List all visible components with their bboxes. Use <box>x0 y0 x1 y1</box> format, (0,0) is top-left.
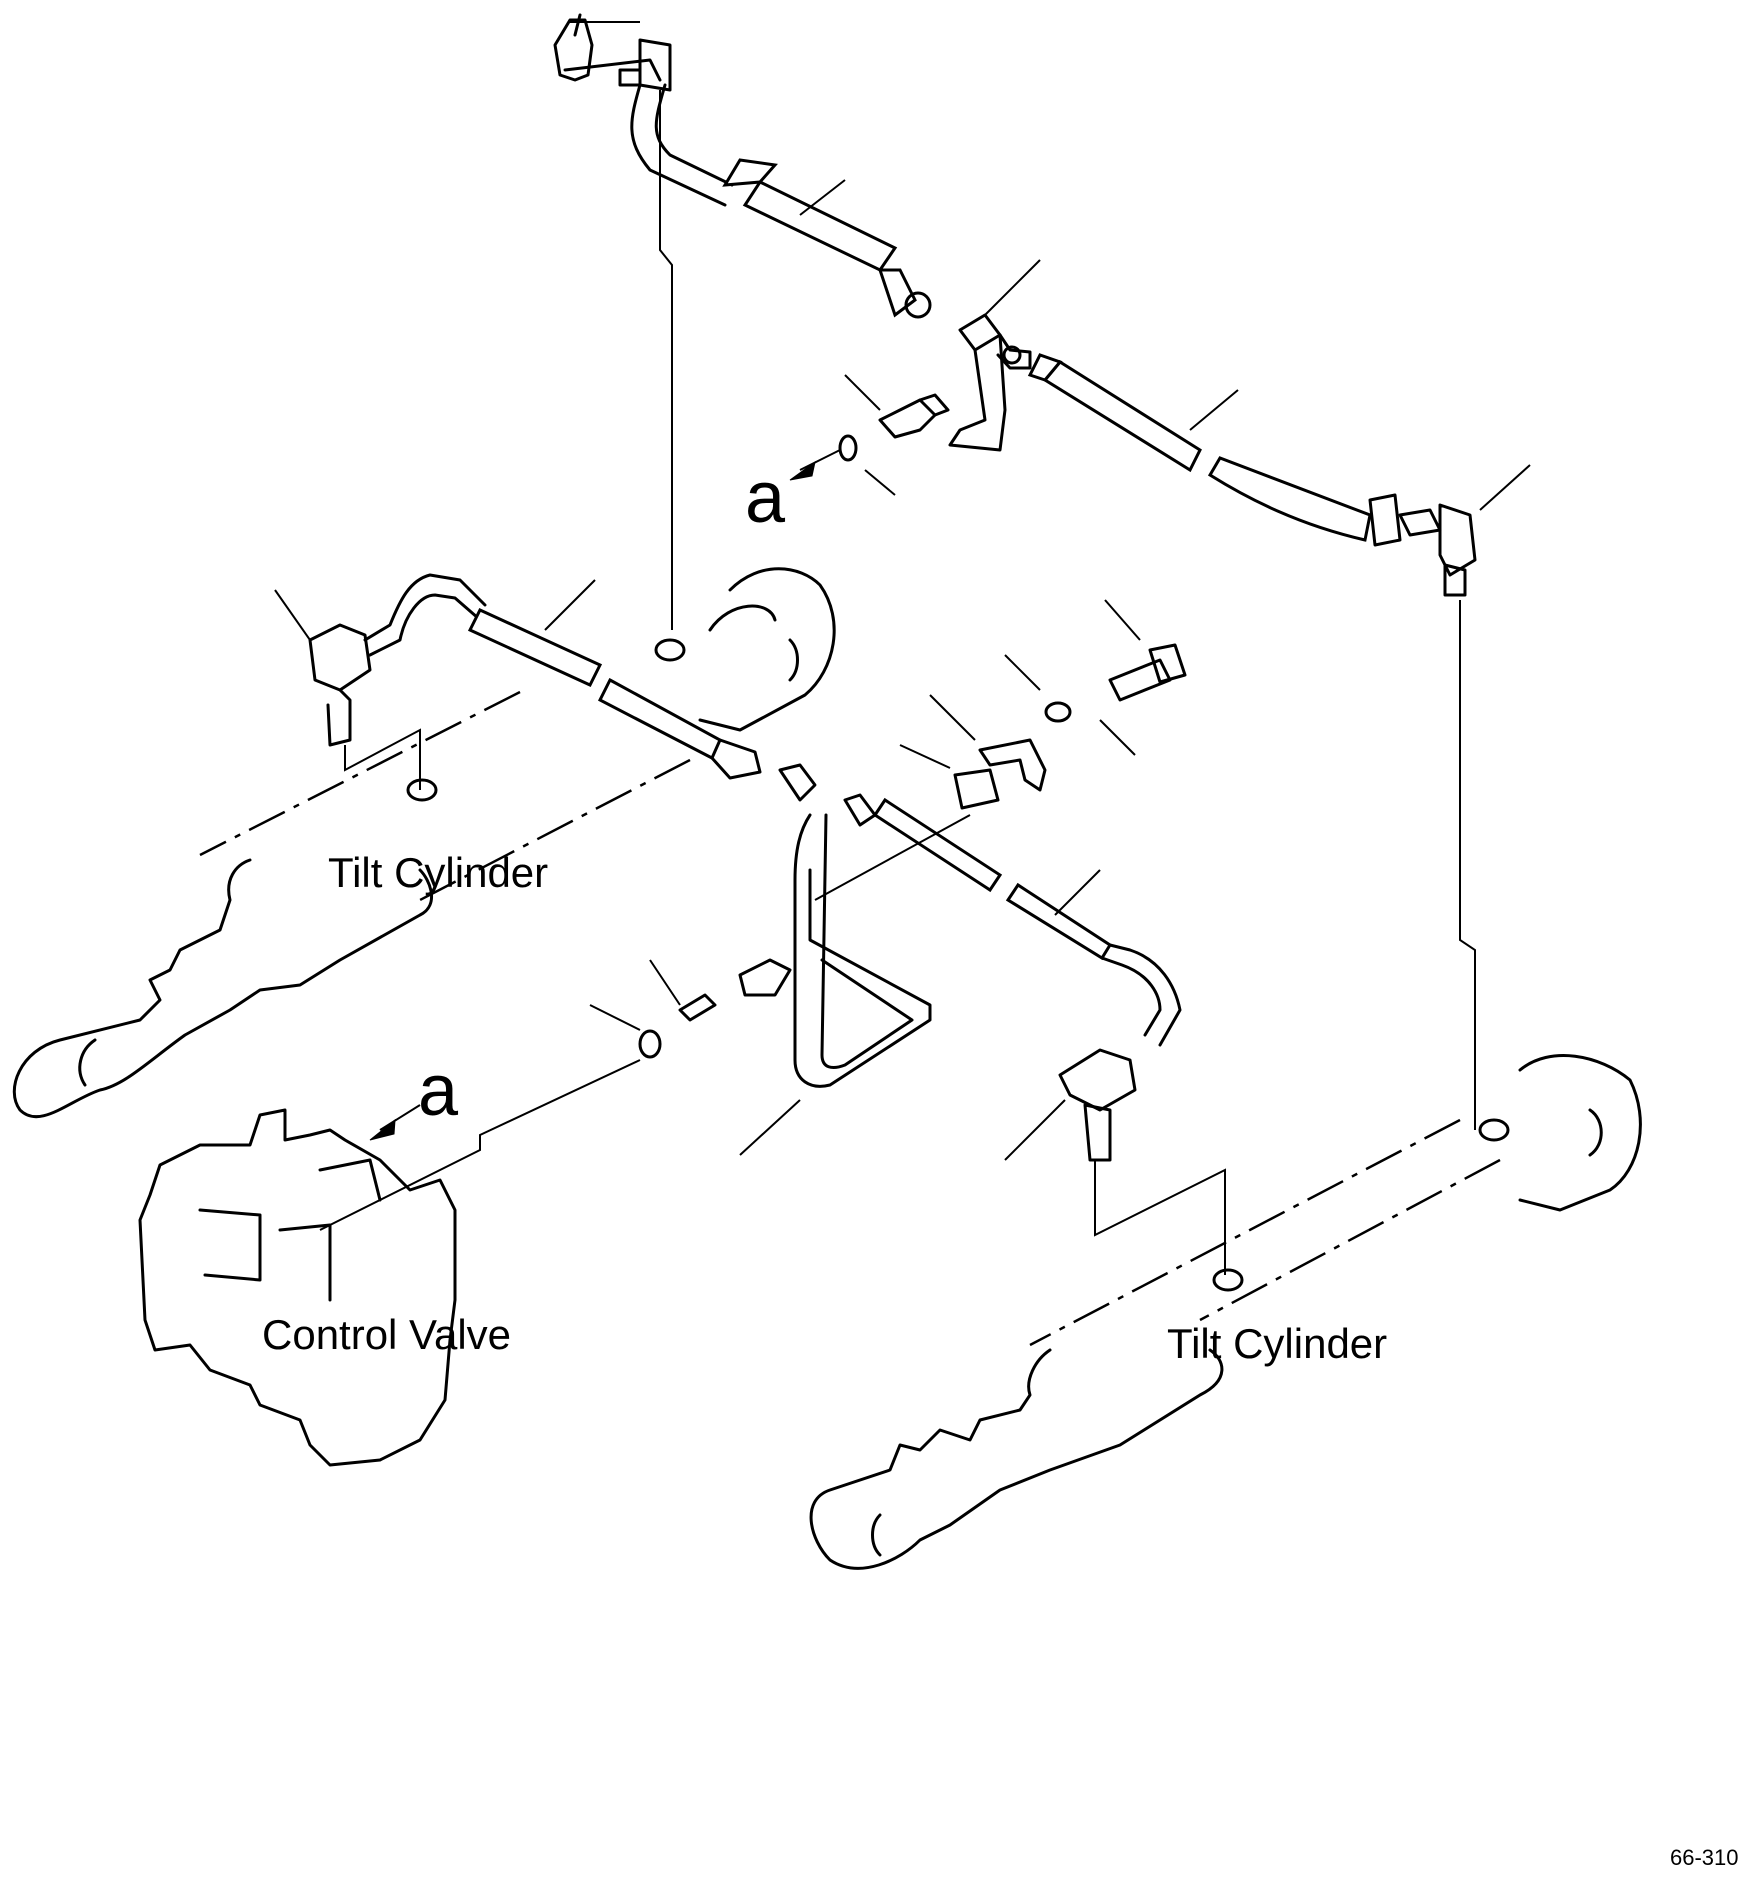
connector-line-top <box>654 90 686 662</box>
control-valve-outline <box>138 1108 457 1467</box>
callout-a-upper: a <box>745 449 841 538</box>
washer <box>1004 654 1136 756</box>
connector-line-left <box>344 728 438 802</box>
tee-fitting <box>948 259 1041 452</box>
loop-tube <box>739 813 932 1156</box>
clamp-bracket <box>929 694 1047 792</box>
middle-right-hose <box>778 763 1182 1162</box>
center-lines <box>199 690 1501 1347</box>
control-valve-label: Control Valve <box>262 1311 511 1358</box>
tilt-cylinder-left-label: Tilt Cylinder <box>328 849 548 896</box>
callout-a-lower-label: a <box>418 1051 459 1131</box>
tilt-cylinder-right-label: Tilt Cylinder <box>1167 1320 1387 1367</box>
connector-line-bottom <box>1094 1160 1244 1292</box>
connector-line-right <box>1459 600 1510 1142</box>
connector-line-valve <box>319 1059 641 1231</box>
clamp-block <box>899 744 1000 810</box>
left-elbow-pipe <box>274 573 762 780</box>
upper-hose-right <box>1027 353 1531 597</box>
bolt <box>1104 599 1187 702</box>
tilt-cylinder-left-outline <box>12 567 836 1119</box>
lower-fitting <box>589 958 792 1059</box>
upper-hose-left <box>722 158 932 319</box>
upper-left-tube <box>553 13 734 207</box>
page-number: 66-310 <box>1670 1845 1739 1870</box>
elbow-fitting-upper <box>838 374 950 496</box>
callout-a-lower: a <box>369 1051 459 1141</box>
callout-a-upper-label: a <box>745 458 786 538</box>
tilt-cylinder-right-outline <box>809 1054 1642 1570</box>
